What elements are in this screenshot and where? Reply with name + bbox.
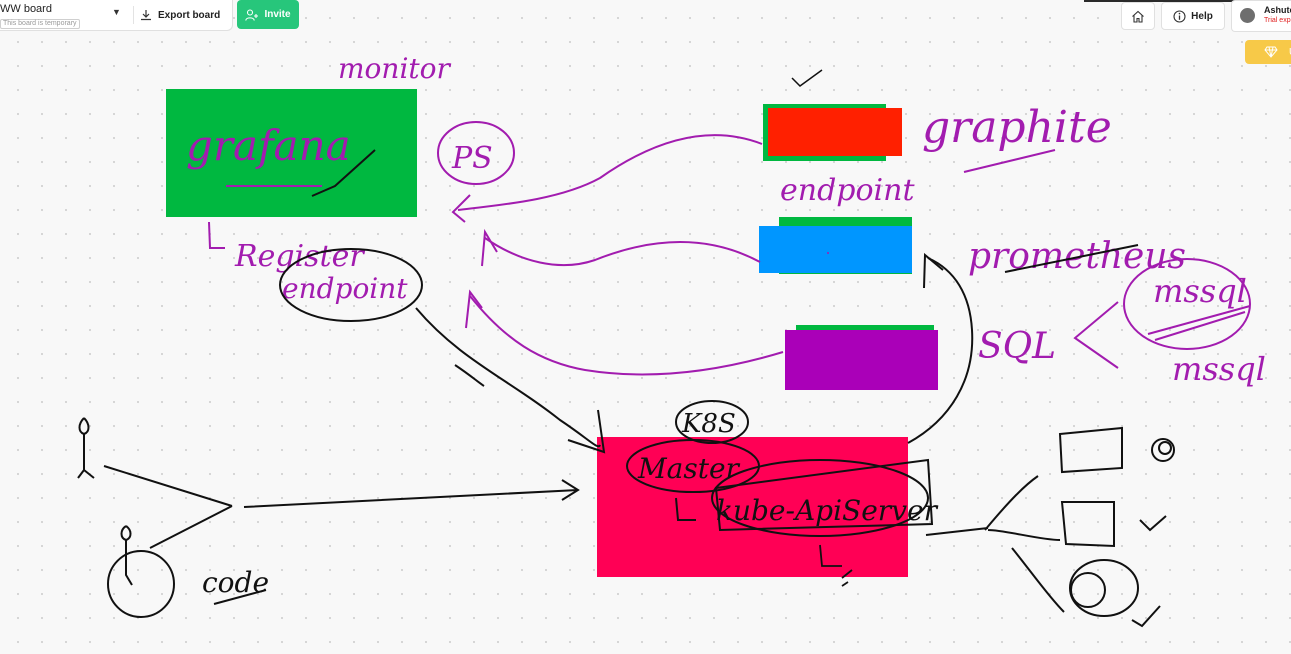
- mssql-label: mssql: [1153, 272, 1247, 310]
- node-circle-3: [1070, 572, 1106, 608]
- mssql-lower-label: mssql: [1172, 350, 1266, 388]
- mssql-box[interactable]: [785, 330, 938, 390]
- kube-api-tick: [819, 544, 853, 587]
- master-label: Master: [637, 452, 741, 485]
- invite-label: Invite: [264, 9, 291, 20]
- prometheus-dot: [827, 252, 829, 254]
- node-circle-1: [1151, 438, 1175, 462]
- diamond-icon: [1264, 46, 1278, 58]
- k8s-register-arrow: [454, 364, 606, 454]
- endpoint-label-circled: endpoint: [282, 272, 408, 305]
- ps-arrowhead-mid: [481, 228, 498, 267]
- user-to-code-line: [103, 465, 233, 549]
- info-icon: [1173, 9, 1186, 23]
- endpoint-circle: [279, 248, 423, 322]
- node-lines-3: [1011, 547, 1065, 613]
- node-box-1: [1058, 426, 1123, 474]
- code-to-k8s-arrow: [243, 479, 580, 508]
- export-board-label: Export board: [158, 9, 221, 21]
- node-shape-3: [1069, 559, 1139, 617]
- mssql-strikethrough: [1147, 305, 1251, 341]
- register-label: Register: [234, 239, 365, 274]
- grafana-checkmark: [311, 149, 376, 197]
- chevron-down-icon[interactable]: ▼: [112, 7, 121, 17]
- k8s-circle: [675, 400, 749, 444]
- prometheus-box[interactable]: [759, 226, 912, 273]
- mssql-box-border[interactable]: [796, 325, 934, 333]
- k8s-to-prometheus-arrow: [907, 257, 974, 444]
- ps-label: PS: [451, 141, 493, 176]
- help-button[interactable]: Help: [1161, 2, 1225, 30]
- help-label: Help: [1191, 10, 1213, 22]
- upgrade-button[interactable]: U: [1245, 40, 1291, 64]
- window-edge-strip: [1084, 0, 1291, 2]
- graphite-box[interactable]: [768, 108, 902, 156]
- ps-circle: [437, 121, 515, 185]
- toolbar-divider: [133, 6, 134, 24]
- k8s-to-nodes-line: [925, 475, 1061, 541]
- avatar: [1240, 8, 1255, 23]
- node-box-2: [1060, 501, 1115, 548]
- home-button[interactable]: [1121, 2, 1155, 30]
- kube-api-box: [714, 458, 934, 532]
- upgrade-label: U: [1289, 47, 1291, 58]
- ps-arrowhead-top: [451, 194, 471, 223]
- user-menu[interactable]: Ashuto Trial exp: [1231, 0, 1291, 32]
- code-label: code: [202, 566, 269, 599]
- developer-circle: [107, 550, 175, 618]
- grafana-box[interactable]: [166, 89, 417, 217]
- mssql-circle: [1123, 258, 1251, 350]
- user-figure-top: [77, 417, 95, 479]
- node-circle-1-inner: [1158, 441, 1172, 455]
- kube-api-label: kube-ApiServer: [716, 494, 939, 527]
- sql-label: SQL: [978, 326, 1056, 367]
- k8s-box[interactable]: [597, 437, 908, 577]
- home-icon: [1132, 10, 1144, 23]
- prometheus-to-ps-arrow: [484, 237, 761, 267]
- grafana-label: grafana: [186, 121, 351, 170]
- node-check-2: [1139, 515, 1167, 532]
- k8s-label: K8S: [681, 409, 736, 439]
- user-name: Ashuto: [1264, 5, 1291, 15]
- endpoint-to-k8s-arrow: [415, 307, 601, 448]
- ps-arrowhead-bottom: [465, 289, 483, 329]
- graphite-checkmark: [791, 69, 823, 87]
- invite-button[interactable]: Invite: [237, 0, 299, 29]
- sql-arrow: [1073, 301, 1119, 369]
- monitor-note: monitor: [338, 52, 452, 85]
- endpoint-label: endpoint: [780, 173, 915, 208]
- trial-status: Trial exp: [1264, 17, 1291, 24]
- prometheus-underline: [1004, 244, 1139, 273]
- node-check-3: [1131, 605, 1161, 628]
- download-icon: [141, 10, 151, 21]
- graphite-to-ps-arrow: [457, 134, 763, 211]
- graphite-underline: [963, 149, 1056, 173]
- register-arrow: [208, 221, 225, 249]
- board-name[interactable]: WW board: [0, 3, 52, 15]
- export-board-button[interactable]: Export board: [140, 4, 226, 26]
- user-figure-bottom: [120, 525, 133, 586]
- code-underline: [213, 589, 267, 605]
- add-user-icon: [245, 8, 259, 21]
- mssql-to-ps-arrow: [469, 295, 784, 376]
- graphite-label: graphite: [922, 102, 1112, 153]
- temporary-badge: This board is temporary: [0, 19, 80, 29]
- api-arrow: [675, 497, 696, 521]
- prometheus-arrowhead: [923, 252, 944, 289]
- board-toolbar: WW board This board is temporary ▼ Expor…: [0, 0, 233, 31]
- kube-api-circle: [711, 459, 929, 537]
